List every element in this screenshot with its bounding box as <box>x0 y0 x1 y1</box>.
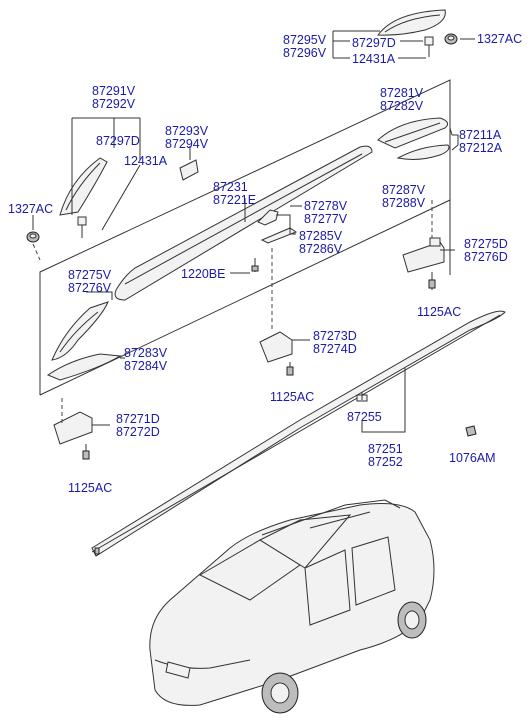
left-cover-leaders <box>71 117 141 231</box>
moulding-clip <box>356 392 368 402</box>
label-87281v: 87281V <box>380 86 424 100</box>
label-87276d: 87276D <box>464 250 508 264</box>
right-screw <box>428 279 436 289</box>
assembly-outline <box>39 79 451 396</box>
label-87294v: 87294V <box>165 137 209 151</box>
label-87271d: 87271D <box>116 412 160 426</box>
label-87295v: 87295V <box>283 33 327 47</box>
label-87231: 87231 <box>213 180 248 194</box>
label-87283v: 87283V <box>124 346 168 360</box>
label-87285v: 87285V <box>299 229 343 243</box>
label-87291v: 87291V <box>92 84 136 98</box>
left-nut <box>26 215 40 243</box>
car-illustration <box>149 499 435 714</box>
roof-moulding <box>91 310 506 557</box>
label-87252: 87252 <box>368 455 403 469</box>
label-87286v: 87286V <box>299 242 343 256</box>
top-nut <box>444 33 458 45</box>
label-1125ac-right: 1125AC <box>417 305 462 319</box>
label-1327ac-left: 1327AC <box>8 202 54 216</box>
label-87284v: 87284V <box>124 359 168 373</box>
left-clip <box>77 216 87 238</box>
mid-screw <box>286 366 294 376</box>
label-87273d: 87273D <box>313 329 357 343</box>
label-1220be: 1220BE <box>181 267 226 281</box>
top-leaders <box>332 30 475 59</box>
label-87275d: 87275D <box>464 237 508 251</box>
label-87274d: 87274D <box>313 342 357 356</box>
label-87288v: 87288V <box>382 196 426 210</box>
label-87251: 87251 <box>368 442 403 456</box>
label-87282v: 87282V <box>380 99 424 113</box>
label-87287v: 87287V <box>382 183 426 197</box>
label-87278v: 87278V <box>304 199 348 213</box>
label-12431a-left: 12431A <box>124 154 168 168</box>
label-87275v: 87275V <box>68 268 112 282</box>
clip-1076am <box>465 425 477 437</box>
label-87296v: 87296V <box>283 46 327 60</box>
label-87277v: 87277V <box>304 212 348 226</box>
label-1327ac-right: 1327AC <box>477 32 523 46</box>
label-87297d-top: 87297D <box>352 36 396 50</box>
label-87255: 87255 <box>347 410 382 424</box>
left-front-cover <box>51 291 113 361</box>
bolt-1220be <box>251 265 259 272</box>
label-1125ac-mid: 1125AC <box>270 390 315 404</box>
label-1076am: 1076AM <box>449 451 496 465</box>
label-87293v: 87293V <box>165 124 209 138</box>
label-1125ac-left: 1125AC <box>68 481 113 495</box>
top-clip <box>424 36 434 57</box>
label-87276v: 87276V <box>68 281 112 295</box>
mid-bracket-lower <box>259 331 310 375</box>
top-end-cover <box>377 9 446 36</box>
mid-bracket-upper <box>257 205 302 244</box>
left-end-cover <box>59 157 108 216</box>
label-87212a: 87212A <box>459 141 503 155</box>
label-12431a-top: 12431A <box>352 52 396 66</box>
roof-rail-long <box>114 145 373 301</box>
label-87272d: 87272D <box>116 425 160 439</box>
right-end-cover <box>377 117 449 149</box>
small-insert <box>179 146 199 181</box>
label-87292v: 87292V <box>92 97 136 111</box>
left-screw <box>82 450 90 460</box>
label-87211a: 87211A <box>459 128 502 142</box>
label-87297d-left: 87297D <box>96 134 140 148</box>
left-bracket <box>53 411 110 458</box>
right-end-base <box>396 127 459 160</box>
label-87221e: 87221E <box>213 193 257 207</box>
left-front-base <box>46 353 125 381</box>
